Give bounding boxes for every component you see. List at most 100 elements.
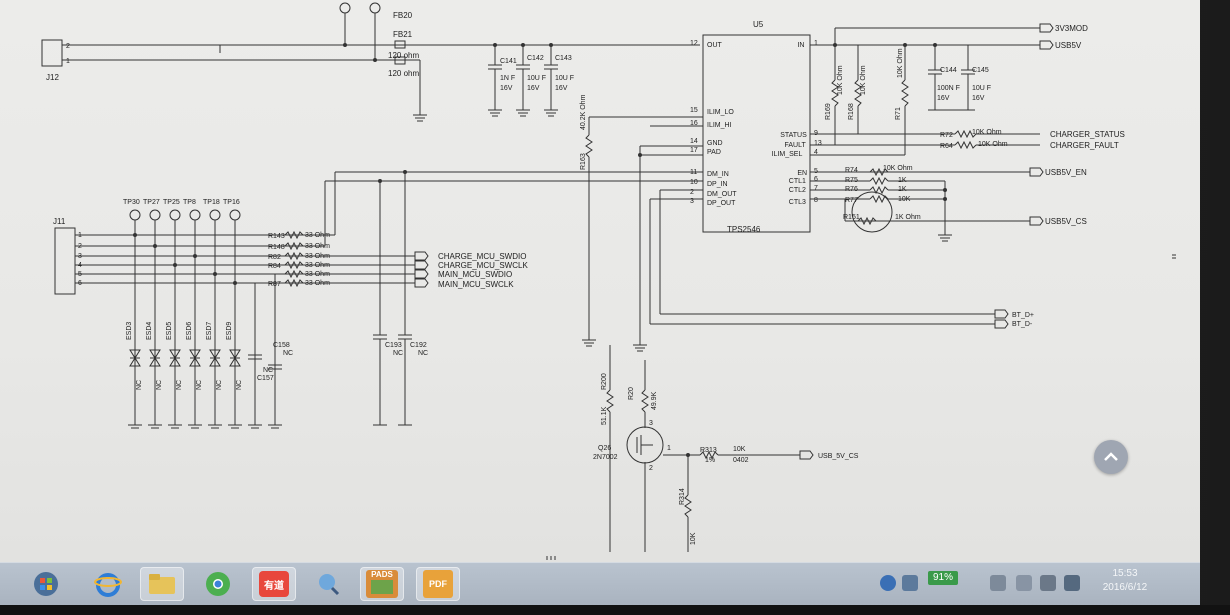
r71-value: 10K Ohm (897, 48, 904, 78)
r148-ref: R148 (268, 244, 285, 251)
taskbar-ie[interactable] (86, 567, 130, 601)
ic-pin-number: 13 (814, 140, 822, 147)
chrome-icon (206, 572, 230, 596)
taskbar-pdf[interactable]: PDF (416, 567, 460, 601)
r169-value: 10K Ohm (837, 65, 844, 95)
net-charge-swclk: CHARGE_MCU_SWCLK (438, 261, 528, 270)
app-icon (319, 574, 340, 596)
q26-part: 2N7002 (593, 454, 618, 461)
esd-value: NC (196, 380, 203, 390)
q26-ref: Q26 (598, 445, 611, 452)
ic-pin-name: CTL2 (789, 187, 806, 194)
battery-indicator[interactable]: 91% (928, 571, 958, 585)
r169-ref: R169 (825, 103, 832, 120)
c145-value: 10U F (972, 85, 991, 92)
taskbar-pinned[interactable] (306, 567, 350, 601)
r313-pkg: 0402 (733, 457, 749, 464)
ic-pin-number: 5 (814, 168, 818, 175)
c142-voltage: 16V (527, 85, 540, 92)
ic-pin-name: FAULT (785, 142, 807, 149)
c158-ref: C158 (273, 342, 290, 349)
r64-value: 10K Ohm (978, 141, 1008, 148)
taskbar-explorer[interactable] (140, 567, 184, 601)
j11-ref: J11 (53, 217, 66, 226)
j12-pin1: 1 (66, 58, 70, 65)
testpoint-label: TP25 (163, 199, 180, 206)
volume-icon[interactable] (1064, 575, 1080, 591)
testpoint-label: TP18 (203, 199, 220, 206)
help-icon[interactable] (880, 575, 896, 591)
c144-ref: C144 (940, 67, 957, 74)
q26-pin-d: 3 (649, 420, 653, 427)
r75-value: 1K (898, 177, 907, 184)
taskbar-youdao[interactable]: 有道 (252, 567, 296, 601)
r64-ref: R64 (940, 143, 953, 150)
scroll-up-button[interactable] (1094, 440, 1128, 474)
r151-ref: R151 (843, 214, 860, 221)
j12-pin2: 2 (66, 43, 70, 50)
testpoint-label: TP30 (123, 199, 140, 206)
ic-pin-name: CTL3 (789, 199, 806, 206)
ic-pin-number: 16 (690, 120, 698, 127)
r77-ref: R77 (845, 197, 858, 204)
r313-value: 10K (733, 446, 746, 453)
r20-value: 49.9K (651, 391, 658, 410)
c157-ref: C157 (257, 375, 274, 382)
pdf-label: PDF (429, 579, 447, 589)
ic-pin-name: ILIM_HI (707, 122, 732, 129)
c141-value: 1N F (500, 75, 515, 82)
c192-value: NC (418, 350, 428, 357)
net-charge-swdio: CHARGE_MCU_SWDIO (438, 252, 526, 261)
taskbar-chrome[interactable] (196, 567, 240, 601)
esd-label: ESD9 (226, 322, 233, 340)
debug-resistor-value: 33 Ohm (305, 280, 330, 287)
c143-voltage: 16V (555, 85, 568, 92)
c142-ref: C142 (527, 55, 544, 62)
tray-app-icon[interactable] (1016, 575, 1032, 591)
ic-pin-number: 14 (690, 138, 698, 145)
c141-ref: C141 (500, 58, 517, 65)
youdao-icon: 有道 (259, 571, 289, 597)
testpoint-label: TP8 (183, 199, 196, 206)
u5-part: TPS2546 (727, 225, 761, 234)
ic-pin-number: 6 (814, 176, 818, 183)
ic-pin-number: 12 (690, 40, 698, 47)
esd-value: NC (216, 380, 223, 390)
r163-value: 40.2K Ohm (580, 94, 587, 130)
schematic-canvas[interactable]: FB20 FB21 120 ohm 120 ohm 2 1 J12 C141 C… (0, 0, 1200, 562)
clock-time: 15:53 (1112, 568, 1138, 579)
net-usb5v-cs: USB5V_CS (1045, 217, 1087, 226)
c141-voltage: 16V (500, 85, 513, 92)
r87-ref: R87 (268, 281, 281, 288)
ic-pin-name: GND (707, 140, 723, 147)
j12-ref: J12 (46, 73, 59, 82)
monitor-bottom-edge (0, 605, 1230, 615)
r200-value: 51.1K (601, 406, 608, 425)
folder-icon (149, 574, 175, 594)
r82-ref: R82 (268, 254, 281, 261)
ic-pin-number: 8 (814, 197, 818, 204)
fb21-value: 120 ohm (388, 69, 419, 78)
j11-pin-number: 5 (78, 271, 82, 278)
schematic-window[interactable]: FB20 FB21 120 ohm 120 ohm 2 1 J12 C141 C… (0, 0, 1200, 562)
r151-value: 1K Ohm (895, 214, 921, 221)
taskbar-pads[interactable]: PADS (360, 567, 404, 601)
debug-resistor-value: 33 Ohm (305, 253, 330, 260)
esd-value: NC (156, 380, 163, 390)
network-icon[interactable] (902, 575, 918, 591)
pads-label: PADS (371, 570, 393, 579)
ic-pin-number: 4 (814, 149, 818, 156)
flag-icon[interactable] (1040, 575, 1056, 591)
r74-ref: R74 (845, 167, 858, 174)
c157-value: NC (263, 367, 273, 374)
fb20-value: 120 ohm (388, 51, 419, 60)
start-button[interactable] (24, 567, 68, 601)
j11-pin-number: 2 (78, 243, 82, 250)
keyboard-icon[interactable] (990, 575, 1006, 591)
system-clock[interactable]: 15:53 2016/6/12 (1090, 567, 1160, 595)
debug-resistor-value: 33 Ohm (305, 232, 330, 239)
